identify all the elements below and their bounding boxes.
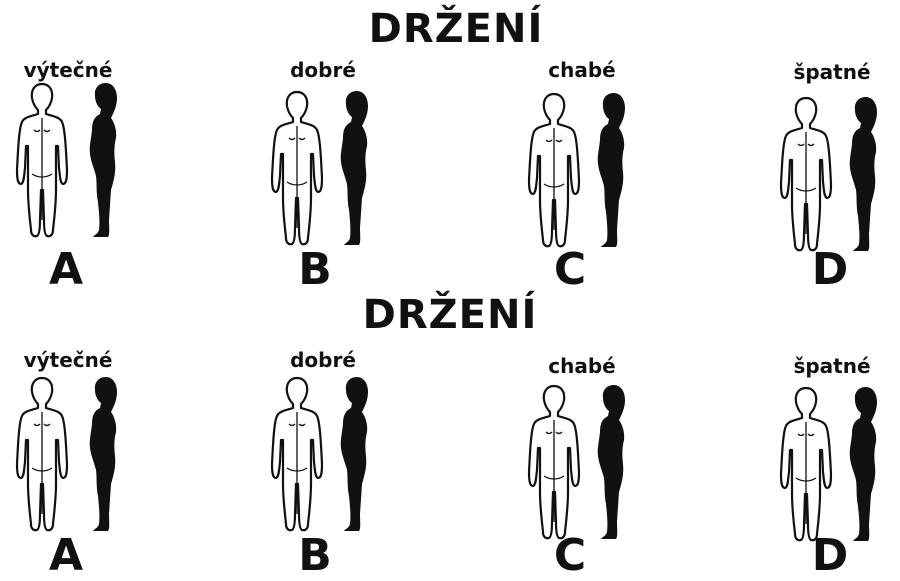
figure-pair — [772, 94, 900, 254]
back-view-outline-figure-icon — [529, 386, 579, 538]
posture-letter: C — [540, 530, 600, 581]
figure-pair — [520, 382, 650, 542]
posture-label: dobré — [263, 348, 383, 372]
posture-group-d: špatné D — [772, 0, 900, 289]
posture-label: výtečné — [8, 58, 128, 82]
side-view-silhouette-figure-icon — [850, 387, 877, 541]
side-view-silhouette-figure-icon — [90, 377, 117, 531]
side-view-silhouette-figure-icon — [341, 91, 368, 245]
back-view-outline-figure-icon — [781, 98, 831, 250]
posture-panel-bottom: DRŽENÍ výtečné A dobré B chabé C — [0, 290, 900, 579]
posture-letter: A — [36, 244, 96, 295]
posture-group-b: dobré B — [263, 290, 443, 579]
side-view-silhouette-figure-icon — [341, 377, 368, 531]
posture-letter: A — [36, 530, 96, 581]
posture-letter: B — [285, 530, 345, 581]
side-view-silhouette-figure-icon — [598, 93, 625, 247]
figure-pair — [263, 374, 393, 534]
posture-label: výtečné — [8, 348, 128, 372]
back-view-outline-figure-icon — [781, 388, 831, 540]
posture-label: špatné — [772, 60, 892, 84]
side-view-silhouette-figure-icon — [598, 385, 625, 539]
posture-letter: C — [540, 244, 600, 295]
back-view-outline-figure-icon — [17, 84, 67, 236]
posture-group-a: výtečné A — [8, 290, 188, 579]
back-view-outline-figure-icon — [272, 378, 322, 530]
posture-letter: D — [800, 244, 860, 295]
posture-group-d: špatné D — [772, 290, 900, 579]
figure-pair — [263, 88, 393, 248]
posture-label: chabé — [522, 354, 642, 378]
posture-group-b: dobré B — [263, 0, 443, 289]
posture-letter: D — [800, 530, 860, 581]
figure-pair — [8, 374, 138, 534]
back-view-outline-figure-icon — [272, 92, 322, 244]
posture-group-c: chabé C — [520, 0, 700, 289]
figure-pair — [520, 90, 650, 250]
back-view-outline-figure-icon — [529, 94, 579, 246]
posture-label: chabé — [522, 58, 642, 82]
posture-group-c: chabé C — [520, 290, 700, 579]
figure-pair — [772, 384, 900, 544]
posture-panel-top: DRŽENÍ výtečné A dobré B chabé C — [0, 0, 900, 289]
posture-letter: B — [285, 244, 345, 295]
side-view-silhouette-figure-icon — [850, 97, 877, 251]
posture-group-a: výtečné A — [8, 0, 188, 289]
posture-label: dobré — [263, 58, 383, 82]
side-view-silhouette-figure-icon — [90, 83, 117, 237]
figure-pair — [8, 80, 138, 240]
posture-label: špatné — [772, 354, 892, 378]
back-view-outline-figure-icon — [17, 378, 67, 530]
